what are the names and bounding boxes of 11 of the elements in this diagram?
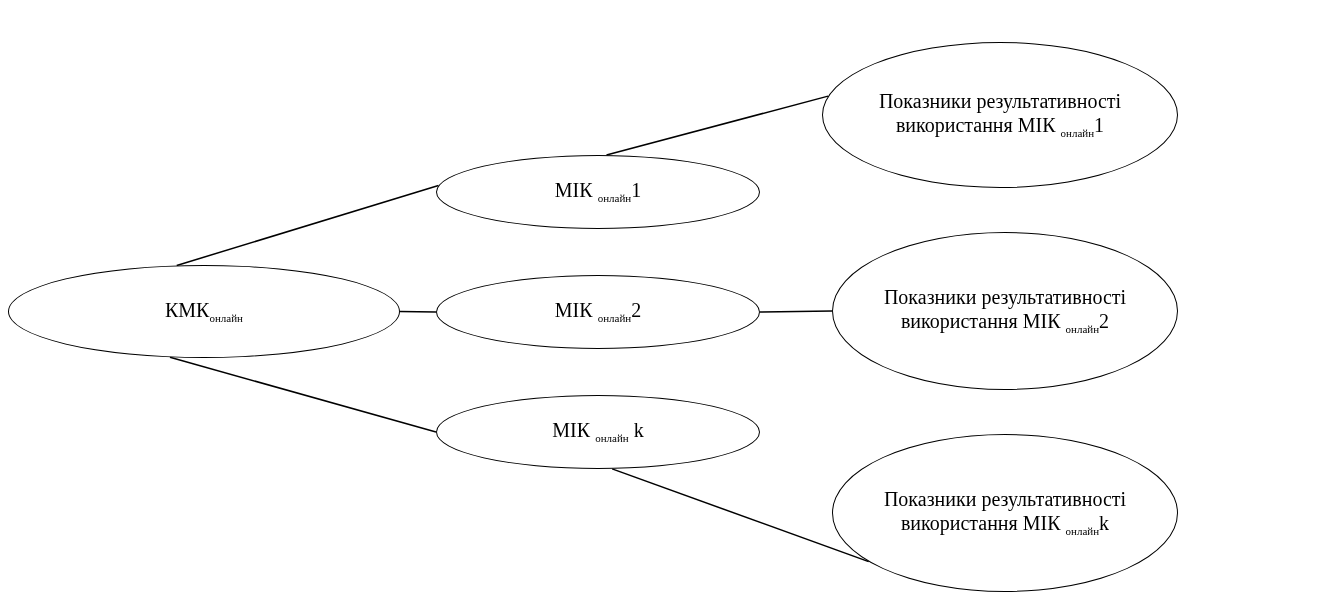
node-text: Показники результативності використання МІК $_{онлайн}$k [882,487,1128,539]
node-text: МІК $_{онлайн}$ k [552,418,644,446]
node-text: Показники результативності використання МІК $_{онлайн}$1 [877,89,1123,141]
node-text: Показники результативності використання МІК $_{онлайн}$2 [882,285,1128,337]
connector-line [605,95,829,156]
node-text: КМК$_{онлайн}$ [165,297,243,326]
node-text: МІК $_{онлайн}$2 [554,298,642,326]
connector-line [399,310,437,313]
connector-line [759,310,833,313]
connector-line [611,468,870,563]
node-text: МІК $_{онлайн}$1 [554,178,642,206]
